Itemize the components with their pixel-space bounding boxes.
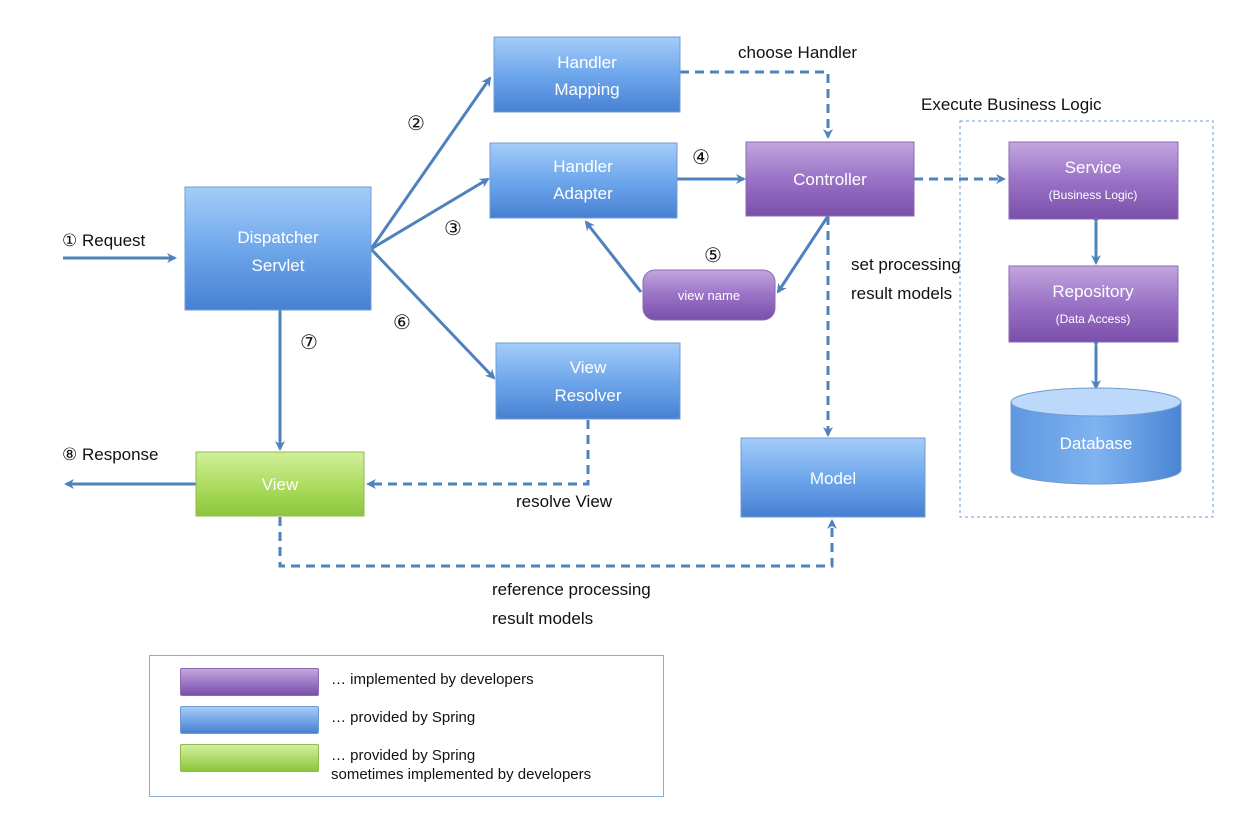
- legend-text-line: … provided by Spring: [331, 709, 476, 726]
- view-box: View: [195, 451, 365, 517]
- model-box: Model: [740, 437, 926, 518]
- dispatcher-servlet-label-2: Servlet: [252, 256, 305, 275]
- view-name-box: view name: [642, 269, 776, 321]
- view-resolver-label-2: Resolver: [554, 386, 621, 405]
- arrow-view-name-to-adapter: [584, 220, 643, 293]
- legend-item-spring-or-developers: … provided by Spring sometimes implement…: [180, 744, 591, 784]
- dispatcher-servlet-label-1: Dispatcher: [237, 228, 319, 247]
- legend-item-spring: … provided by Spring: [180, 706, 475, 734]
- arrow-to-handler-adapter: [370, 177, 490, 251]
- request-label: ① Request: [62, 231, 146, 250]
- service-box: Service (Business Logic): [1008, 141, 1179, 220]
- step-7-label: ⑦: [300, 330, 318, 354]
- view-label: View: [262, 475, 299, 494]
- repository-box: Repository (Data Access): [1008, 265, 1179, 343]
- arrow-to-view-resolver: [369, 247, 496, 380]
- handler-mapping-label-1: Handler: [557, 53, 617, 72]
- database-cylinder: Database: [1010, 387, 1182, 485]
- legend-swatch-purple: [180, 668, 319, 696]
- reference-model-connector: [278, 517, 837, 568]
- step-3-label: ③: [444, 216, 462, 240]
- view-name-label: view name: [678, 288, 740, 303]
- repository-subtitle: (Data Access): [1056, 312, 1131, 326]
- choose-handler-connector: [680, 70, 833, 139]
- set-processing-label-1: set processing: [851, 255, 961, 274]
- set-processing-label-2: result models: [851, 284, 952, 303]
- handler-adapter-label-2: Adapter: [553, 184, 613, 203]
- legend-text: … implemented by developers: [331, 668, 534, 689]
- view-resolver-label-1: View: [570, 358, 607, 377]
- repository-title: Repository: [1052, 282, 1134, 301]
- controller-box: Controller: [745, 141, 915, 217]
- arrow-to-handler-mapping: [369, 76, 492, 250]
- step-6-label: ⑥: [393, 310, 411, 334]
- step-2-label: ②: [407, 111, 425, 135]
- dispatcher-servlet-box: Dispatcher Servlet: [184, 186, 372, 311]
- arrow-controller-to-view-name: [776, 215, 830, 294]
- legend-swatch-green: [180, 744, 319, 772]
- choose-handler-label: choose Handler: [738, 43, 857, 62]
- legend-item-developers: … implemented by developers: [180, 668, 534, 696]
- view-resolver-box: View Resolver: [495, 342, 681, 420]
- legend-text-line: … provided by Spring: [331, 747, 476, 764]
- handler-adapter-box: Handler Adapter: [489, 142, 678, 219]
- resolve-view-label: resolve View: [516, 492, 613, 511]
- step-4-label: ④: [692, 145, 710, 169]
- legend: … implemented by developers … provided b…: [149, 655, 664, 797]
- service-subtitle: (Business Logic): [1049, 188, 1138, 202]
- reference-processing-label-1: reference processing: [492, 580, 651, 599]
- reference-processing-label-2: result models: [492, 609, 593, 628]
- business-logic-container: [959, 120, 1214, 518]
- response-label: ⑧ Response: [62, 445, 159, 464]
- execute-business-logic-label: Execute Business Logic: [921, 95, 1102, 114]
- legend-text-line: … implemented by developers: [331, 671, 534, 688]
- legend-text: … provided by Spring sometimes implement…: [331, 744, 591, 784]
- step-5-label: ⑤: [704, 243, 722, 267]
- controller-label: Controller: [793, 170, 867, 189]
- database-label: Database: [1060, 434, 1133, 453]
- legend-text: … provided by Spring: [331, 706, 475, 727]
- handler-adapter-label-1: Handler: [553, 157, 613, 176]
- handler-mapping-box: Handler Mapping: [493, 36, 681, 113]
- model-label: Model: [810, 469, 856, 488]
- legend-swatch-blue: [180, 706, 319, 734]
- service-title: Service: [1065, 158, 1122, 177]
- handler-mapping-label-2: Mapping: [554, 80, 619, 99]
- legend-text-line: sometimes implemented by developers: [331, 766, 592, 783]
- resolve-view-connector: [366, 420, 590, 489]
